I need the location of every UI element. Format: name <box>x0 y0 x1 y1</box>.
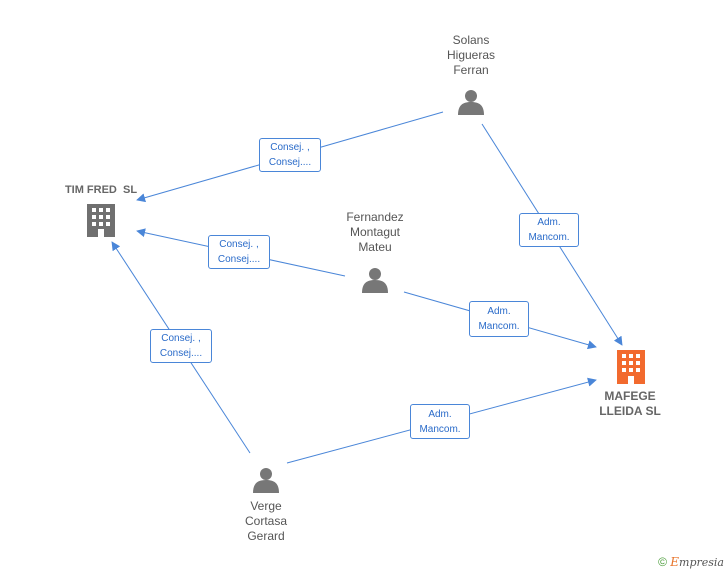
edge-label-solans-timfred: Consej. , Consej.... <box>259 138 321 172</box>
company-label-timfred[interactable]: TIM FRED SL <box>64 184 138 196</box>
brand-logo-initial: E <box>670 555 680 569</box>
copyright-icon: © <box>658 555 667 569</box>
building-icon[interactable] <box>87 204 115 237</box>
person-label-verge[interactable]: Verge Cortasa Gerard <box>244 499 288 543</box>
company-label-mafege[interactable]: MAFEGE LLEIDA SL <box>599 389 661 418</box>
copyright-brand[interactable]: © Empresia <box>658 555 724 569</box>
edge-label-verge-mafege: Adm. Mancom. <box>410 404 470 439</box>
person-label-fernandez[interactable]: Fernandez Montagut Mateu <box>346 210 404 254</box>
edge-label-fernandez-mafege: Adm. Mancom. <box>469 301 529 337</box>
person-icon[interactable] <box>253 468 279 493</box>
edge-label-verge-timfred: Consej. , Consej.... <box>150 329 212 363</box>
edge-label-solans-mafege: Adm. Mancom. <box>519 213 579 247</box>
person-icon[interactable] <box>362 268 388 293</box>
person-label-solans[interactable]: Solans Higueras Ferran <box>446 33 496 77</box>
person-icon[interactable] <box>458 90 484 115</box>
building-icon[interactable] <box>617 350 645 384</box>
brand-logo-text: mpresia <box>679 556 724 569</box>
edge-label-fernandez-timfred: Consej. , Consej.... <box>208 235 270 269</box>
